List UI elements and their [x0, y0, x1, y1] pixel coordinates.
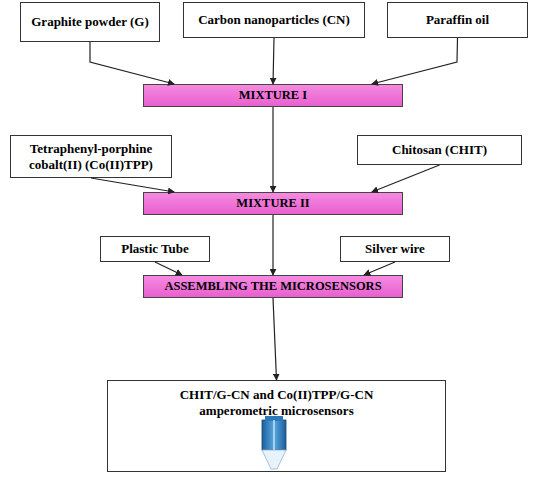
node-text: MIXTURE I	[239, 88, 307, 103]
flow-arrow	[372, 38, 458, 84]
flow-arrow	[90, 42, 174, 84]
process-box: ASSEMBLING THE MICROSENSORS	[143, 275, 403, 298]
input-box: Carbon nanoparticles (CN)	[183, 2, 365, 38]
input-box: Graphite powder (G)	[20, 2, 160, 42]
input-box: Plastic Tube	[100, 236, 210, 262]
node-text: MIXTURE II	[236, 196, 309, 211]
flow-arrow	[273, 38, 274, 84]
flow-arrow	[272, 215, 273, 275]
node-text: Tetraphenyl-porphine cobalt(II) (Co(II)T…	[11, 141, 171, 172]
node-text: CHIT/G-CN and Co(II)TPP/G-CN amperometri…	[153, 387, 400, 418]
flow-arrow	[272, 107, 273, 192]
flow-arrow	[273, 298, 277, 380]
node-text: Chitosan (CHIT)	[392, 142, 487, 158]
flow-arrow	[91, 178, 174, 192]
result-box: CHIT/G-CN and Co(II)TPP/G-CN amperometri…	[107, 380, 446, 472]
node-text: ASSEMBLING THE MICROSENSORS	[164, 279, 381, 294]
flow-arrow	[364, 262, 395, 275]
node-text: Carbon nanoparticles (CN)	[198, 12, 350, 28]
node-text: Paraffin oil	[426, 12, 489, 28]
flow-arrow	[372, 165, 440, 192]
node-text: Silver wire	[365, 241, 425, 257]
node-text: Plastic Tube	[121, 241, 189, 257]
input-box: Silver wire	[340, 236, 450, 262]
input-box: Chitosan (CHIT)	[357, 135, 522, 165]
process-box: MIXTURE I	[143, 84, 403, 107]
microsensor-drawing	[262, 416, 286, 469]
input-box: Paraffin oil	[387, 2, 528, 38]
node-text: Graphite powder (G)	[31, 14, 148, 30]
input-box: Tetraphenyl-porphine cobalt(II) (Co(II)T…	[10, 135, 172, 178]
process-box: MIXTURE II	[143, 192, 403, 215]
flow-arrow	[155, 262, 182, 275]
